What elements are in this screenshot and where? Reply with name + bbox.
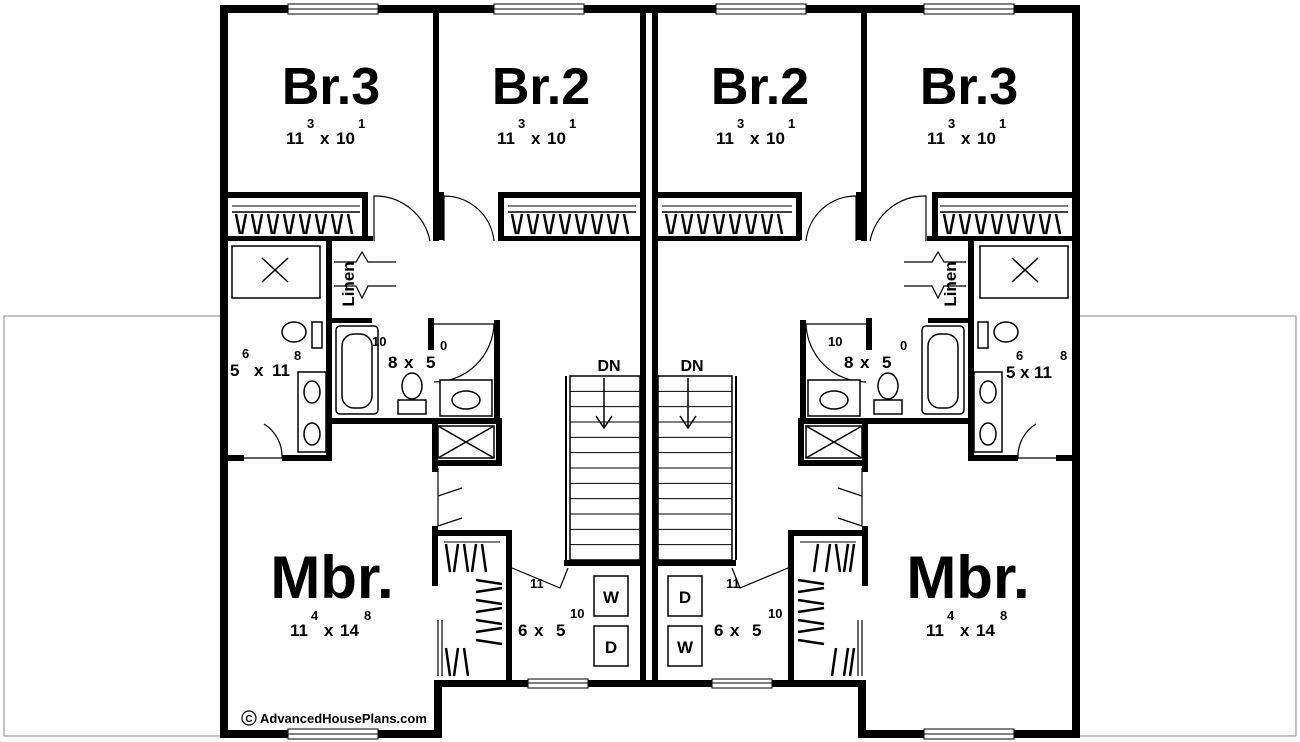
svg-text:3: 3 [948,116,955,131]
closet-shelves [232,205,1068,677]
svg-text:x: x [531,129,541,148]
windows [287,3,1015,740]
svg-text:11: 11 [716,129,734,148]
svg-text:11: 11 [927,129,945,148]
svg-text:14: 14 [976,621,995,640]
linen-label-left: Linen [339,261,358,306]
svg-text:x: x [730,621,740,640]
room-dim-hall-bath-right: 10 8 x 5 0 [828,334,907,372]
svg-text:10: 10 [828,334,842,349]
dryer-label-right: D [679,588,691,607]
doors [244,195,1056,676]
svg-text:x: x [860,353,870,372]
stairs [565,375,737,561]
svg-text:x: x [960,621,970,640]
svg-text:3: 3 [737,116,744,131]
svg-text:6: 6 [242,346,249,361]
room-dim-br3-left: 11 3 x 10 1 [286,116,365,148]
svg-text:5: 5 [426,353,435,372]
svg-text:5: 5 [882,353,891,372]
svg-text:x: x [404,353,414,372]
svg-text:10: 10 [766,129,785,148]
interior-walls [220,5,1080,680]
copyright-mark: C AdvancedHousePlans.com [241,710,427,726]
room-label-br2-right: Br.2 [711,58,809,116]
svg-text:11: 11 [726,576,740,591]
svg-text:x: x [254,361,264,380]
svg-text:1: 1 [999,116,1006,131]
svg-text:10: 10 [977,129,996,148]
svg-text:11: 11 [272,361,290,380]
svg-text:8: 8 [294,348,301,363]
svg-text:x: x [750,129,760,148]
bath-fixtures [231,245,1069,459]
room-label-br3-left: Br.3 [282,58,380,116]
svg-text:11: 11 [530,576,544,591]
dryer-label-left: D [605,638,617,657]
room-dim-laundry-left: 11 6 x 5 10 [518,576,584,640]
svg-text:x: x [324,621,334,640]
room-dim-br3-right: 11 3 x 10 1 [927,116,1006,148]
svg-text:8: 8 [1060,348,1067,363]
svg-text:1: 1 [788,116,795,131]
svg-text:5: 5 [752,621,761,640]
washer-label-right: W [677,638,694,657]
room-dim-laundry-right: 11 6 x 5 10 [714,576,782,640]
svg-text:8: 8 [1000,608,1007,623]
svg-text:6: 6 [1016,348,1023,363]
svg-text:11: 11 [290,621,308,640]
svg-text:5: 5 [1006,363,1015,382]
svg-text:x: x [534,621,544,640]
room-dim-br2-left: 11 3 x 10 1 [497,116,576,148]
laundry-appliances [593,575,703,667]
room-dim-br2-right: 11 3 x 10 1 [716,116,795,148]
svg-text:11: 11 [926,621,944,640]
room-label-br2-left: Br.2 [492,58,590,116]
svg-text:x: x [320,129,330,148]
stair-label-right: DN [680,358,703,375]
svg-text:6: 6 [714,621,723,640]
copyright-text: AdvancedHousePlans.com [260,711,427,726]
svg-text:10: 10 [768,606,782,621]
svg-text:3: 3 [518,116,525,131]
svg-text:1: 1 [358,116,365,131]
svg-text:3: 3 [307,116,314,131]
svg-text:10: 10 [570,606,584,621]
svg-text:10: 10 [547,129,566,148]
room-dim-hall-bath-left: 10 8 x 5 0 [372,334,447,372]
room-label-br3-right: Br.3 [920,58,1018,116]
svg-text:8: 8 [364,608,371,623]
svg-text:x: x [961,129,971,148]
svg-text:10: 10 [372,334,386,349]
svg-text:8: 8 [388,353,397,372]
svg-text:8: 8 [844,353,853,372]
svg-text:14: 14 [340,621,359,640]
svg-text:x: x [1020,363,1030,382]
svg-text:11: 11 [1034,363,1052,382]
svg-text:0: 0 [440,338,447,353]
roof-outline [3,315,1297,737]
room-dim-mbr-right: 11 4 x 14 8 [926,608,1007,640]
svg-text:10: 10 [336,129,355,148]
svg-text:5: 5 [230,361,239,380]
washer-label-left: W [603,588,620,607]
stair-label-left: DN [597,358,620,375]
svg-text:1: 1 [569,116,576,131]
copyright-symbol: C [245,714,252,725]
svg-text:4: 4 [947,608,955,623]
svg-text:0: 0 [900,338,907,353]
svg-text:4: 4 [311,608,319,623]
room-label-mbr-right: Mbr. [906,544,1029,611]
svg-text:6: 6 [518,621,527,640]
svg-text:11: 11 [497,129,515,148]
svg-text:5: 5 [556,621,565,640]
room-dim-mbr-left: 11 4 x 14 8 [290,608,371,640]
room-dim-master-bath-left: 5 6 x 11 8 [230,346,301,380]
room-dim-master-bath-right: 5 6 x 11 8 [1006,348,1067,382]
linen-label-right: Linen [941,261,960,306]
room-label-mbr-left: Mbr. [270,544,393,611]
svg-text:11: 11 [286,129,304,148]
